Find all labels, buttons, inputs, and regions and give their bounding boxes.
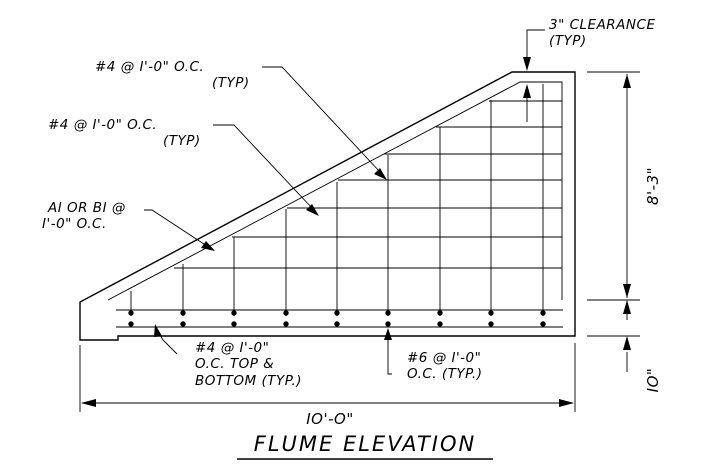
top-bottom-label-line1: #4 @ I'-0"	[195, 340, 269, 356]
arrow-head	[623, 336, 631, 350]
inner-slope-bar	[107, 81, 563, 301]
bar-dot	[283, 310, 289, 316]
arrow-head	[201, 241, 215, 251]
arrow-head	[81, 399, 96, 407]
bar-dot	[540, 310, 546, 316]
top-bottom-label-line3: BOTTOM (TYP.)	[195, 373, 302, 389]
ai-bi-label-line2: I'-0" O.C.	[42, 216, 107, 232]
bar-dot	[540, 321, 546, 327]
bar-dot	[385, 310, 391, 316]
height-dimension-text: 8'-3"	[644, 167, 662, 205]
ai-bi-label-line1: AI OR BI @	[47, 200, 126, 216]
middle-bar-label-line1: #4 @ I'-0" O.C.	[48, 117, 157, 133]
arrow-head	[623, 284, 631, 298]
bar-dot	[488, 310, 494, 316]
middle-bar-leader	[213, 124, 319, 216]
bar-dot	[488, 321, 494, 327]
no6-leader	[384, 328, 392, 375]
bar-dot	[385, 321, 391, 327]
no6-label-line2: O.C. (TYP.)	[407, 366, 482, 382]
arrow-head	[384, 328, 392, 340]
ai-bi-leader	[144, 209, 215, 251]
slab-dimension-text: IO"	[644, 368, 662, 393]
clearance-callout	[523, 29, 545, 122]
upper-bar-leader	[262, 66, 387, 180]
bar-dot	[231, 321, 237, 327]
slab-dimension	[587, 300, 640, 372]
flume-outline	[79, 71, 576, 341]
arrow-head	[623, 74, 631, 88]
bar-dots	[128, 310, 546, 327]
top-bottom-label-line2: O.C. TOP &	[195, 356, 274, 372]
arrow-head	[623, 300, 631, 314]
bar-dot	[180, 310, 186, 316]
middle-bar-label-line2: (TYP)	[163, 133, 201, 149]
arrow-head	[154, 324, 162, 337]
upper-bar-label-line1: #4 @ I'-0" O.C.	[95, 59, 204, 75]
width-dimension-text: IO'-O"	[306, 410, 353, 428]
rebar-cage	[107, 81, 563, 328]
bar-dot	[334, 310, 340, 316]
width-dimension	[79, 343, 576, 412]
arrow-head	[374, 168, 387, 180]
no6-label-line1: #6 @ I'-0"	[407, 350, 481, 366]
arrow-head	[523, 57, 531, 71]
vertical-bars	[130, 84, 544, 316]
bar-dot	[180, 321, 186, 327]
horizontal-bars	[174, 100, 562, 269]
height-dimension	[587, 71, 640, 301]
top-bottom-leader	[154, 324, 178, 355]
upper-bar-label-line2: (TYP)	[212, 75, 250, 91]
clearance-label-line1: 3" CLEARANCE	[549, 17, 655, 33]
bar-dot	[334, 321, 340, 327]
bar-dot	[231, 310, 237, 316]
arrow-head	[523, 84, 531, 98]
bar-dot	[437, 310, 443, 316]
drawing-title: FLUME ELEVATION	[254, 432, 477, 456]
bar-dot	[437, 321, 443, 327]
bar-dot	[283, 321, 289, 327]
bar-dot	[128, 321, 134, 327]
arrow-head	[306, 204, 319, 216]
clearance-label-line2: (TYP)	[549, 33, 587, 49]
bar-dot	[128, 310, 134, 316]
arrow-head	[559, 399, 574, 407]
